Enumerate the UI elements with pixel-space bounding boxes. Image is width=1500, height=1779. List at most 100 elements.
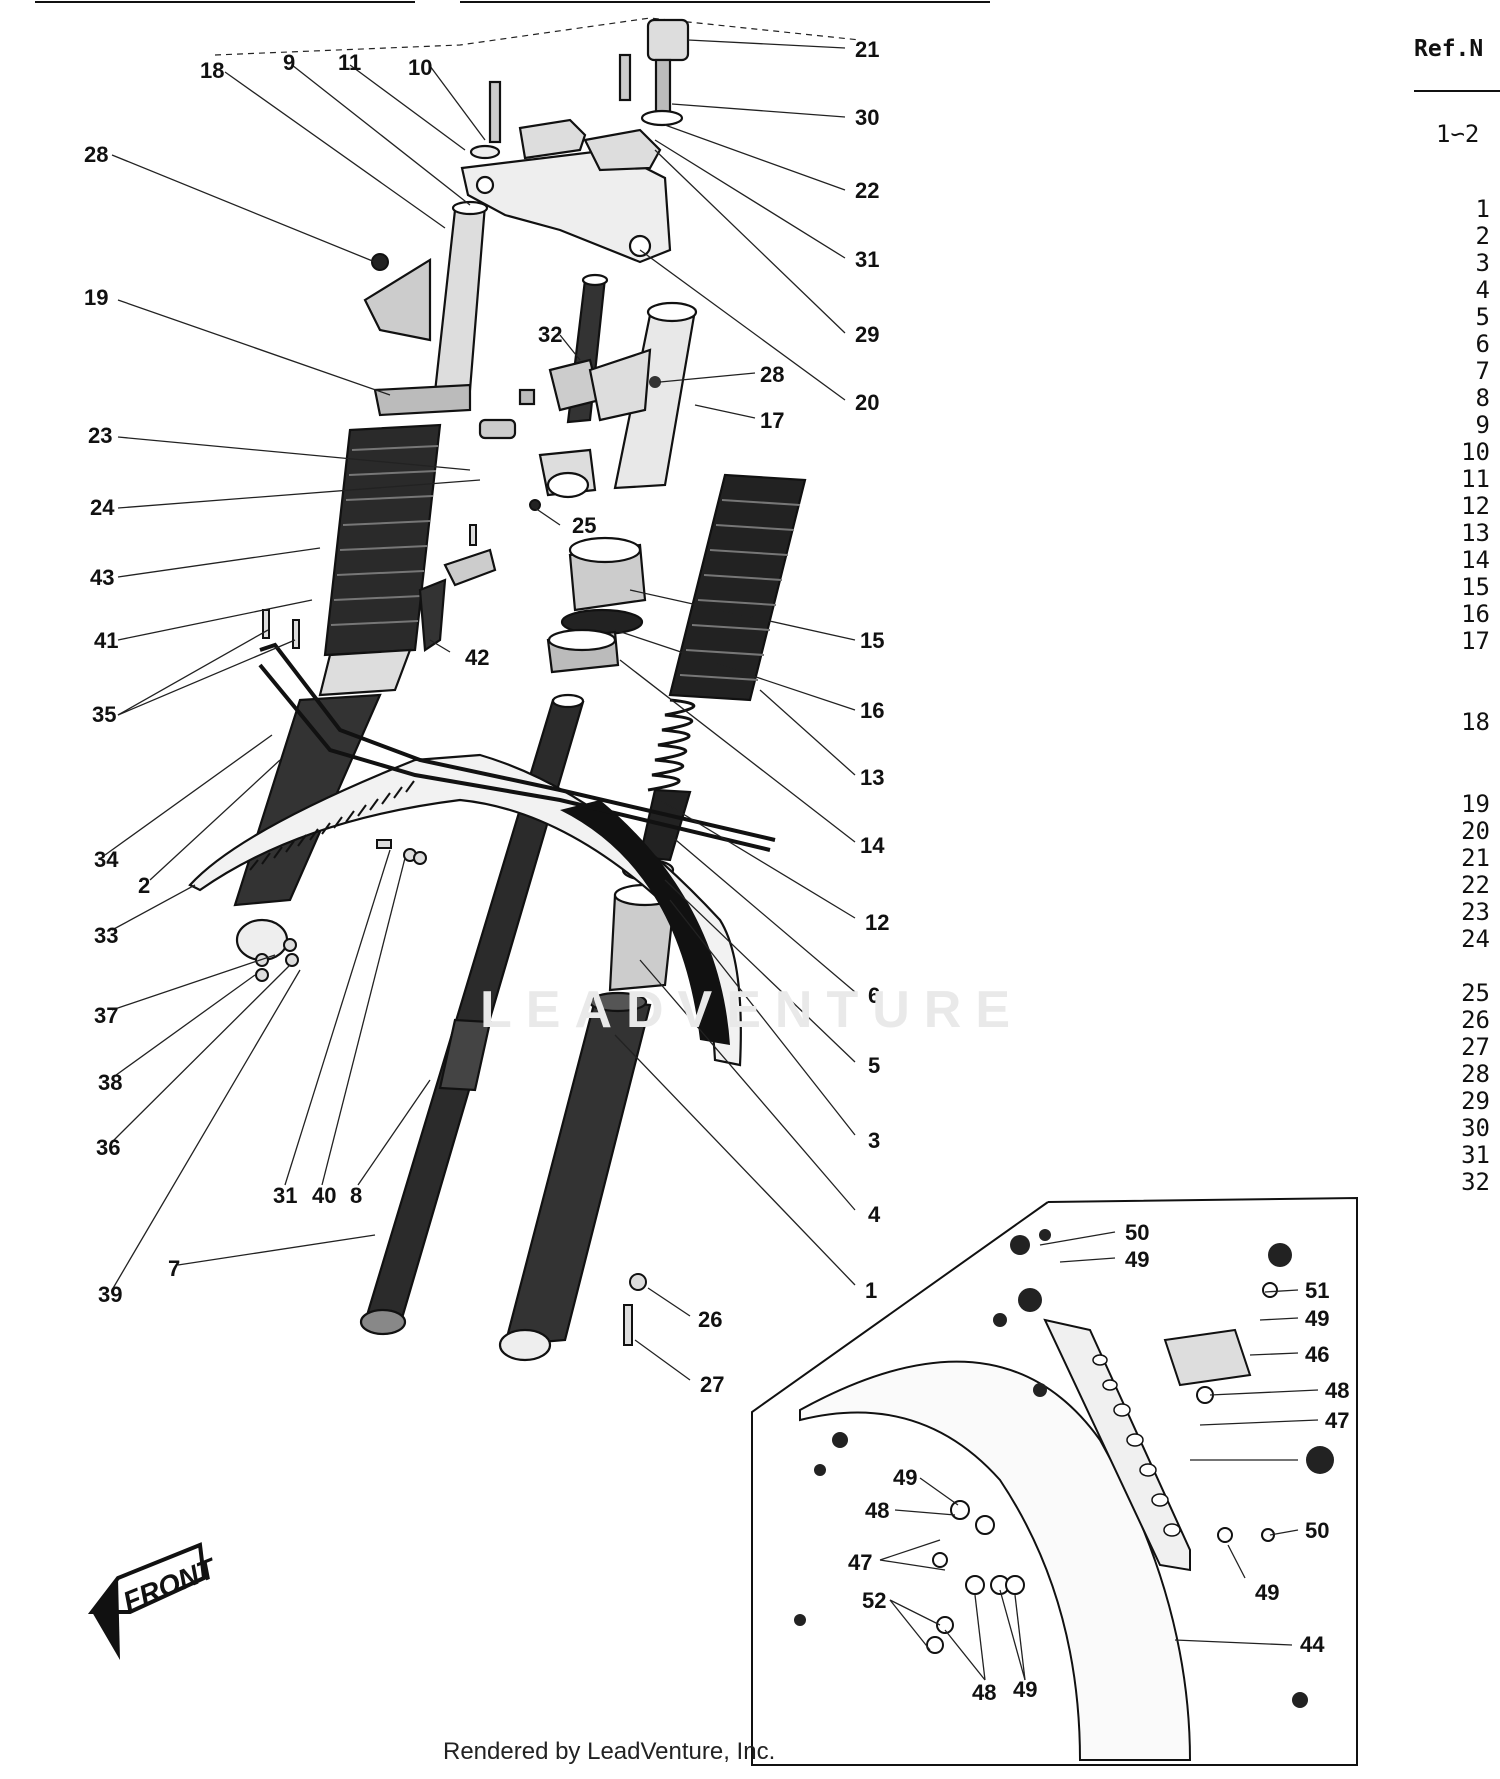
- front-direction-arrow: FRONT: [87, 1542, 222, 1660]
- reference-number: 5: [1475, 303, 1490, 331]
- reference-number: 8: [1475, 384, 1490, 412]
- callout-22: 22: [855, 178, 879, 203]
- exploded-fork-diagram: FRONT: [35, 1, 1358, 1766]
- callout-20: 20: [855, 390, 879, 415]
- reference-number: 16: [1461, 600, 1490, 628]
- callout-17: 17: [760, 408, 784, 433]
- inset-callout-46: 46: [1305, 1342, 1329, 1367]
- render-credit: Rendered by LeadVenture, Inc.: [443, 1738, 776, 1765]
- reference-number: 10: [1461, 438, 1490, 466]
- right-upper-tube: [588, 301, 698, 490]
- inset-callout-49b: 49: [1305, 1306, 1329, 1331]
- reference-number: 31: [1461, 1141, 1490, 1169]
- top-bolts: [469, 18, 690, 160]
- callout-5: 5: [868, 1053, 880, 1078]
- reference-number: 6: [1475, 330, 1490, 358]
- callout-32: 32: [538, 322, 562, 347]
- reference-number: 7: [1475, 357, 1490, 385]
- callout-23: 23: [88, 423, 112, 448]
- reference-number: 17: [1461, 627, 1490, 655]
- steering-lock: [418, 548, 497, 652]
- inset-callout-49e: 49: [1255, 1580, 1279, 1605]
- callout-41: 41: [94, 628, 118, 653]
- steering-stem: [548, 273, 609, 424]
- callout-38: 38: [98, 1070, 122, 1095]
- callout-9: 9: [283, 50, 295, 75]
- reference-number: 29: [1461, 1087, 1490, 1115]
- callout-8: 8: [350, 1183, 362, 1208]
- inset-callout-48c: 48: [972, 1680, 996, 1705]
- callout-33: 33: [94, 923, 118, 948]
- reference-number: 20: [1461, 817, 1490, 845]
- callout-4: 4: [868, 1202, 881, 1227]
- reference-number: 1: [1475, 195, 1490, 223]
- reference-number: 23: [1461, 898, 1490, 926]
- reference-rule: [1414, 90, 1500, 92]
- reference-number: 2: [1475, 222, 1490, 250]
- callout-27: 27: [700, 1372, 724, 1397]
- callout-26: 26: [698, 1307, 722, 1332]
- callout-1: 1: [865, 1278, 877, 1303]
- reference-number: 4: [1475, 276, 1490, 304]
- reference-number: 14: [1461, 546, 1490, 574]
- reference-number: 21: [1461, 844, 1490, 872]
- reference-number: 22: [1461, 871, 1490, 899]
- reference-number: 24: [1461, 925, 1490, 953]
- callout-3: 3: [868, 1128, 880, 1153]
- callout-15: 15: [860, 628, 884, 653]
- callout-30: 30: [855, 105, 879, 130]
- inset-callout-49d: 49: [1013, 1677, 1037, 1702]
- reference-number: 28: [1461, 1060, 1490, 1088]
- reference-number: 13: [1461, 519, 1490, 547]
- reference-number: 25: [1461, 979, 1490, 1007]
- reference-number: 3: [1475, 249, 1490, 277]
- fork-spring: [647, 698, 696, 792]
- reference-number: 18: [1461, 708, 1490, 736]
- callout-6: 6: [868, 983, 880, 1008]
- callout-7: 7: [168, 1256, 180, 1281]
- inset-callout-48a: 48: [1325, 1378, 1349, 1403]
- callout-29: 29: [855, 322, 879, 347]
- reference-number: 19: [1461, 790, 1490, 818]
- reference-range: 1∽2: [1436, 120, 1480, 148]
- inset-fender-detail: [751, 1196, 1358, 1766]
- inset-callout-47b: 47: [848, 1550, 872, 1575]
- callout-37: 37: [94, 1003, 118, 1028]
- watermark: LEADVENTURE: [480, 981, 1025, 1039]
- callout-12: 12: [865, 910, 889, 935]
- callout-43: 43: [90, 565, 114, 590]
- reference-number: 11: [1461, 465, 1490, 493]
- inset-callout-52: 52: [862, 1588, 886, 1613]
- top-bracket: [460, 118, 672, 264]
- reference-number: 9: [1475, 411, 1490, 439]
- callout-labels: 18 9 11 10 28 19 23 24 43 41 35 34 2 33 …: [84, 37, 1349, 1705]
- right-bellows: [668, 473, 807, 702]
- reference-number: 26: [1461, 1006, 1490, 1034]
- inset-callout-50a: 50: [1125, 1220, 1149, 1245]
- inner-fork-tube: [359, 693, 585, 1336]
- reference-number: 15: [1461, 573, 1490, 601]
- inset-callout-48b: 48: [865, 1498, 889, 1523]
- callout-13: 13: [860, 765, 884, 790]
- callout-36: 36: [96, 1135, 120, 1160]
- reference-header: Ref.N: [1414, 36, 1484, 62]
- right-outer-slider: [498, 991, 652, 1362]
- callout-28b: 28: [760, 362, 784, 387]
- small-hardware: [255, 253, 647, 1346]
- callout-31: 31: [855, 247, 879, 272]
- inset-callout-49c: 49: [893, 1465, 917, 1490]
- callout-39: 39: [98, 1282, 122, 1307]
- callout-28: 28: [84, 142, 108, 167]
- bearing-cups: [546, 536, 647, 674]
- reference-number: 30: [1461, 1114, 1490, 1142]
- callout-24: 24: [90, 495, 115, 520]
- callout-16: 16: [860, 698, 884, 723]
- fender-brace: [258, 642, 776, 852]
- reference-number: 32: [1461, 1168, 1490, 1196]
- reference-number: 27: [1461, 1033, 1490, 1061]
- callout-25: 25: [572, 513, 596, 538]
- callout-19: 19: [84, 285, 108, 310]
- callout-10: 10: [408, 55, 432, 80]
- inset-callout-44: 44: [1300, 1632, 1325, 1657]
